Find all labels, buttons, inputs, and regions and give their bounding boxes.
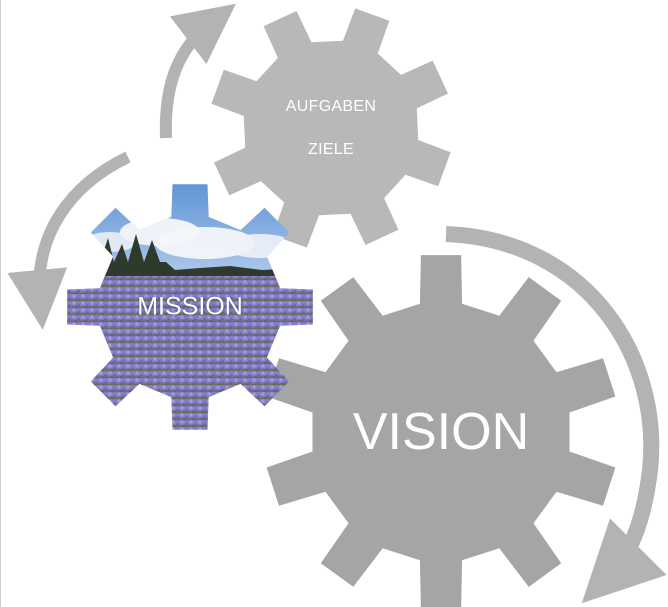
gear-label-ziele: ZIELE (308, 141, 354, 158)
arrow-left (7, 151, 131, 330)
gear-label-mission: MISSION (137, 292, 243, 321)
gear-aufgaben-ziele (211, 8, 451, 248)
left-border (0, 0, 1, 607)
gear-mission (67, 184, 313, 430)
gear-label-vision: VISION (352, 403, 530, 461)
arrow-up-top (159, 3, 236, 139)
gear-label-aufgaben: AUFGABEN (285, 98, 377, 115)
arrow-right-large (445, 226, 667, 604)
gear-vision (266, 255, 616, 607)
